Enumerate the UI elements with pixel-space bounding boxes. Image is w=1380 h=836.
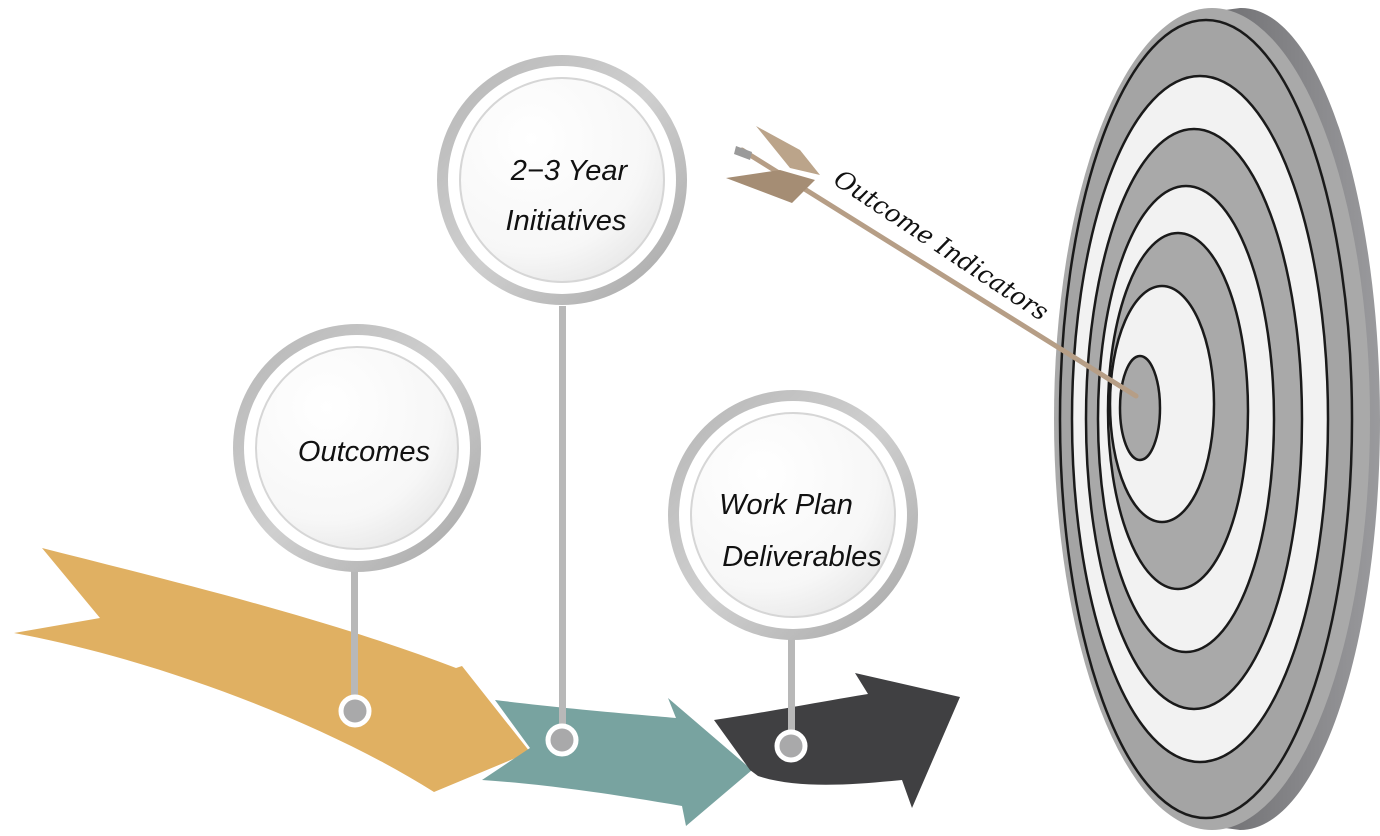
arrow-teal xyxy=(482,698,752,826)
outcomes-stem xyxy=(351,560,358,700)
outcomes-label: Outcomes xyxy=(298,436,430,468)
outcome-indicators-label: Outcome Indicators xyxy=(829,164,1054,327)
dart-nock xyxy=(734,146,752,160)
dart-fletch-upper xyxy=(756,126,820,175)
deliverables-node: Work Plan Deliverables xyxy=(668,390,918,640)
deliverables-label-line2: Deliverables xyxy=(722,541,882,573)
dart-shaft xyxy=(739,147,1139,399)
connectors xyxy=(338,306,808,763)
arrow-dark xyxy=(714,673,960,808)
arrow-gold xyxy=(14,548,530,792)
initiatives-dot xyxy=(545,723,579,757)
outcomes-dot xyxy=(338,694,372,728)
target-bullseye xyxy=(1118,354,1162,462)
dart-fletch-lower xyxy=(726,170,815,203)
target-ring-5 xyxy=(1108,284,1216,524)
initiatives-stem xyxy=(559,306,566,728)
progress-arrows xyxy=(14,548,960,826)
initiatives-label-line1: 2−3 Year xyxy=(510,155,629,187)
initiatives-label-line2: Initiatives xyxy=(506,205,627,237)
initiatives-node: 2−3 Year Initiatives xyxy=(437,55,687,305)
deliverables-stem xyxy=(788,638,795,734)
target-board xyxy=(1054,7,1380,830)
deliverables-label-line1: Work Plan xyxy=(719,489,853,521)
outcomes-node: Outcomes xyxy=(233,324,481,572)
deliverables-dot xyxy=(774,729,808,763)
